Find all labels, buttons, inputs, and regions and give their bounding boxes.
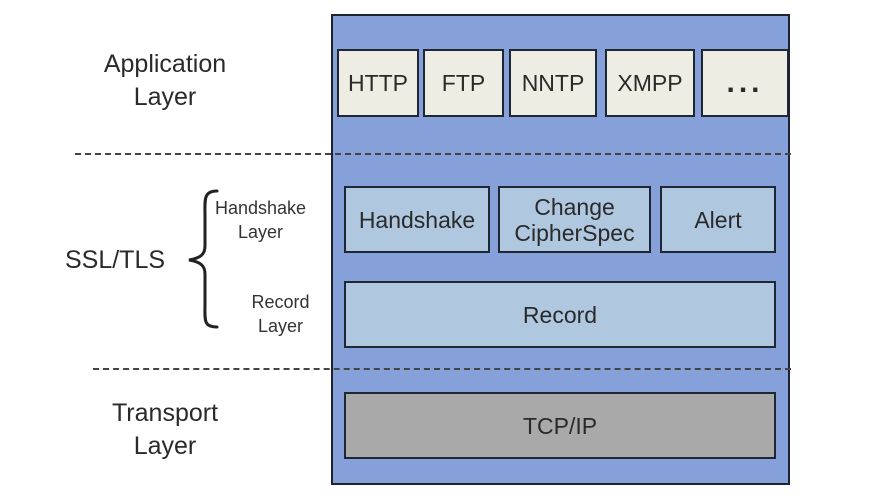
change-cipher-label-line2: CipherSpec — [514, 219, 635, 246]
handshake-label: Handshake — [358, 206, 476, 233]
protocol-box-more: ... — [701, 49, 789, 117]
handshake-layer-label-line1: Handshake — [214, 198, 307, 218]
application-ssl-divider — [75, 153, 791, 155]
protocol-label: NNTP — [521, 70, 585, 96]
change-cipher-spec-box: Change CipherSpec — [498, 186, 651, 253]
protocol-label: HTTP — [347, 70, 409, 96]
tcp-ip-box: TCP/IP — [344, 392, 776, 459]
protocol-box-nntp: NNTP — [509, 49, 597, 117]
transport-label-line1: Transport — [111, 399, 219, 427]
application-layer-label: Application Layer — [95, 48, 235, 114]
record-layer-label-line1: Record — [251, 292, 310, 312]
record-protocol-box: Record — [344, 281, 776, 348]
record-layer-label: Record Layer — [233, 290, 328, 338]
protocol-box-ftp: FTP — [423, 49, 504, 117]
change-cipher-label-line1: Change — [534, 193, 615, 220]
handshake-protocol-box: Handshake — [344, 186, 490, 253]
protocol-box-xmpp: XMPP — [605, 49, 695, 117]
alert-label: Alert — [694, 206, 742, 233]
transport-label-line2: Layer — [133, 432, 197, 460]
handshake-layer-label-line2: Layer — [237, 222, 284, 242]
application-label-line1: Application — [103, 50, 227, 78]
ssl-transport-divider — [93, 368, 791, 370]
application-label-line2: Layer — [133, 83, 197, 111]
alert-protocol-box: Alert — [660, 186, 776, 253]
handshake-layer-label: Handshake Layer — [213, 196, 308, 244]
protocol-label: XMPP — [617, 70, 683, 96]
protocol-label: FTP — [441, 70, 486, 96]
ssl-tls-label: SSL/TLS — [64, 246, 166, 274]
protocol-box-http: HTTP — [337, 49, 419, 117]
curly-brace-icon — [188, 189, 219, 329]
record-layer-label-line2: Layer — [257, 316, 304, 336]
record-label: Record — [522, 301, 598, 328]
transport-layer-label: Transport Layer — [95, 397, 235, 463]
tcp-ip-label: TCP/IP — [522, 412, 598, 439]
ellipsis-icon: ... — [726, 66, 764, 99]
